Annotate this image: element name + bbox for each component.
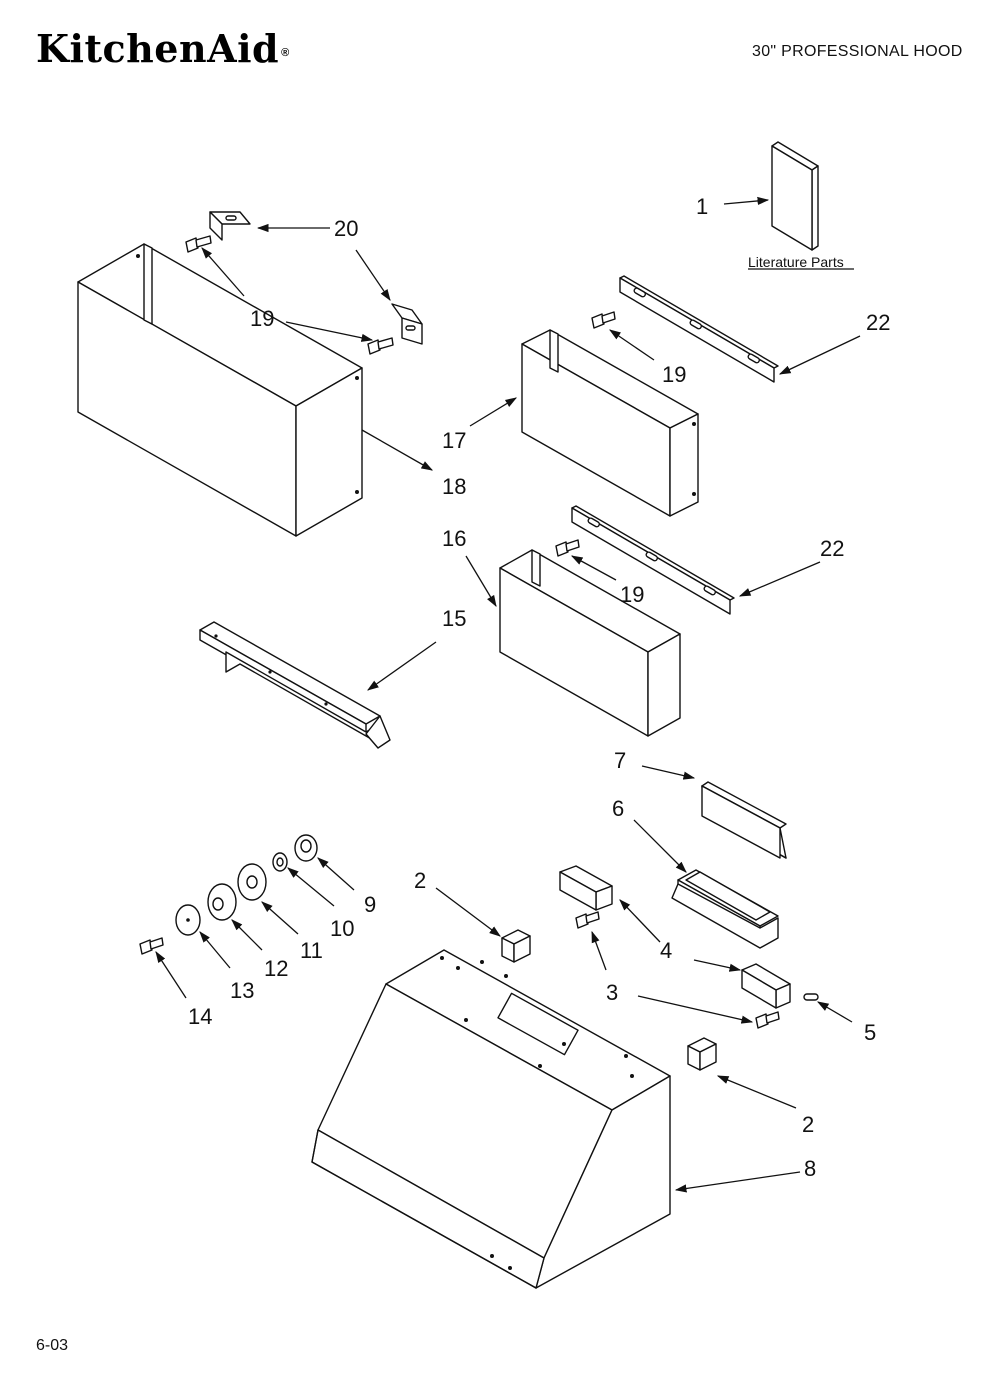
mounting-rail-22-upper xyxy=(619,275,779,383)
bracket-20-lower xyxy=(391,303,423,345)
callout-6: 6 xyxy=(612,796,624,821)
callout-22-b: 22 xyxy=(820,536,844,561)
literature-caption: Literature Parts xyxy=(748,254,844,270)
callout-18: 18 xyxy=(442,474,466,499)
clip-2-lower xyxy=(687,1037,717,1071)
nut-9 xyxy=(294,834,318,862)
duct-cover-large xyxy=(77,243,363,537)
callout-10: 10 xyxy=(330,916,354,941)
callout-2-b: 2 xyxy=(802,1112,814,1137)
callout-20: 20 xyxy=(334,216,358,241)
brand-logo: KitchenAid® xyxy=(36,26,290,71)
callout-19-b: 19 xyxy=(662,362,686,387)
callout-22-a: 22 xyxy=(866,310,890,335)
screw-14 xyxy=(139,937,164,955)
support-channel xyxy=(199,621,391,749)
callout-14: 14 xyxy=(188,1004,212,1029)
callout-13: 13 xyxy=(230,978,254,1003)
callout-19-a: 19 xyxy=(250,306,274,331)
pin-5 xyxy=(803,993,819,1001)
light-housing xyxy=(671,869,779,949)
duct-cover-lower xyxy=(499,549,681,737)
callout-11: 11 xyxy=(300,938,323,963)
registered-mark: ® xyxy=(281,46,290,59)
callout-5: 5 xyxy=(864,1020,876,1045)
screw-3-a xyxy=(575,911,600,929)
screw-19-d xyxy=(555,539,580,557)
callout-19-c: 19 xyxy=(620,582,644,607)
screw-3-b xyxy=(755,1011,780,1029)
hood-body xyxy=(311,949,671,1289)
literature-booklet xyxy=(771,141,819,251)
callout-17: 17 xyxy=(442,428,466,453)
screw-19-b xyxy=(367,337,394,355)
mounting-rail-22-lower xyxy=(571,505,735,615)
brand-name: KitchenAid xyxy=(36,26,280,71)
spacer-11 xyxy=(237,863,267,901)
screw-19-c xyxy=(591,311,616,329)
bracket-4-upper xyxy=(559,865,613,911)
callout-7: 7 xyxy=(614,748,626,773)
filter-plate xyxy=(701,781,787,859)
callout-1: 1 xyxy=(696,194,708,219)
callout-8: 8 xyxy=(804,1156,816,1181)
callout-2-a: 2 xyxy=(414,868,426,893)
disc-13 xyxy=(175,904,201,936)
callout-12: 12 xyxy=(264,956,288,981)
duct-cover-upper xyxy=(521,329,699,517)
page-title: 30" PROFESSIONAL HOOD xyxy=(752,43,963,60)
callout-3: 3 xyxy=(606,980,618,1005)
bracket-4-lower xyxy=(741,963,791,1009)
callout-9: 9 xyxy=(364,892,376,917)
wheel-12 xyxy=(207,883,237,921)
callout-4: 4 xyxy=(660,938,672,963)
bracket-20-upper xyxy=(209,211,251,241)
screw-19-a xyxy=(185,235,212,253)
callout-15: 15 xyxy=(442,606,466,631)
page-code: 6-03 xyxy=(36,1337,69,1354)
clip-2-upper xyxy=(501,929,531,963)
washer-10 xyxy=(272,852,288,872)
callout-16: 16 xyxy=(442,526,466,551)
